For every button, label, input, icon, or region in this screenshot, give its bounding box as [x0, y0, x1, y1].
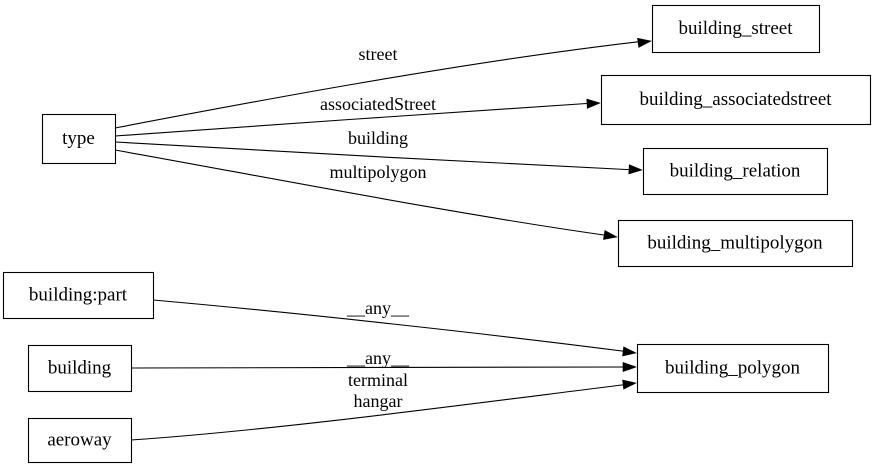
edge-label: street	[359, 44, 398, 64]
node-box[interactable]	[600, 74, 872, 126]
edge-label: __any__	[346, 348, 410, 368]
edge-building_part-to-building_polygon	[152, 299, 637, 357]
edge-line	[152, 299, 631, 353]
node-box[interactable]	[636, 343, 830, 394]
edges-layer	[114, 37, 652, 441]
edge-building-to-building_polygon	[130, 361, 637, 373]
edge-type-to-building_associatedstreet	[114, 98, 601, 137]
edge-type-to-building_multipolygon	[114, 149, 618, 240]
edge-label: multipolygon	[329, 162, 426, 182]
node-box[interactable]	[27, 417, 133, 464]
arrowhead-icon	[586, 98, 601, 109]
node-label: aeroway	[47, 429, 112, 450]
edge-label: associatedStreet	[320, 94, 436, 114]
node-building[interactable]: building	[27, 344, 133, 393]
arrowhead-icon	[603, 229, 618, 240]
node-building_relation[interactable]: building_relation	[642, 147, 829, 196]
edge-aeroway-to-building_polygon	[130, 379, 637, 441]
edge-line	[114, 141, 637, 171]
node-box[interactable]	[617, 219, 854, 268]
edge-line	[114, 149, 612, 237]
edge-label: __any__	[346, 298, 410, 318]
edge-line	[130, 366, 631, 369]
node-label: building_associatedstreet	[639, 89, 832, 110]
node-building_polygon[interactable]: building_polygon	[636, 343, 830, 394]
node-building_associatedstreet[interactable]: building_associatedstreet	[600, 74, 872, 126]
arrowhead-icon	[622, 379, 637, 390]
arrowhead-icon	[628, 164, 643, 175]
edge-labels-layer: street associatedStreet building multipolyg…	[320, 44, 436, 411]
node-box[interactable]	[2, 271, 155, 320]
node-label: type	[62, 128, 95, 149]
node-building_street[interactable]: building_street	[651, 4, 821, 54]
edge-line	[130, 383, 631, 441]
arrowhead-icon	[637, 37, 652, 48]
node-label: building_relation	[670, 160, 801, 181]
node-label: building_multipolygon	[647, 232, 823, 253]
edge-type-to-building_street	[114, 37, 652, 129]
arrowhead-icon	[622, 346, 637, 357]
node-label: building_street	[679, 18, 794, 39]
node-box[interactable]	[651, 4, 821, 54]
node-building_part[interactable]: building:part	[2, 271, 155, 320]
edge-type-to-building_relation	[114, 141, 643, 175]
edge-line	[114, 102, 595, 137]
node-building_multipolygon[interactable]: building_multipolygon	[617, 219, 854, 268]
node-label: building:part	[29, 284, 128, 305]
node-box[interactable]	[642, 147, 829, 196]
node-aeroway[interactable]: aeroway	[27, 417, 133, 464]
edge-line	[114, 40, 646, 129]
node-label: building_polygon	[665, 357, 801, 378]
arrowhead-icon	[622, 361, 637, 373]
nodes-layer: type building_street building_associatedst…	[2, 4, 872, 464]
node-type[interactable]: type	[41, 113, 117, 165]
edge-label: building	[348, 128, 408, 148]
node-box[interactable]	[41, 113, 117, 165]
node-box[interactable]	[27, 344, 133, 393]
node-label: building	[48, 357, 112, 378]
